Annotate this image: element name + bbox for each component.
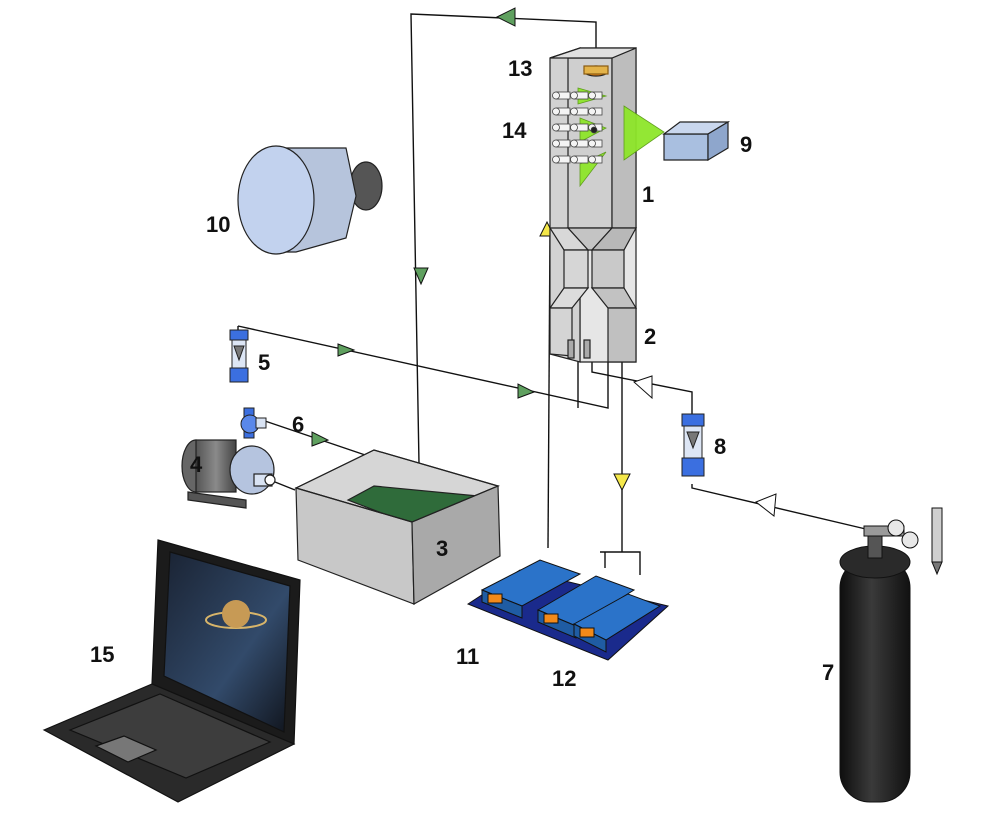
column-nozzle-2 bbox=[583, 339, 591, 359]
laser-fan-main bbox=[623, 105, 665, 161]
valve-6-port bbox=[255, 417, 267, 429]
component-9-laser-box bbox=[662, 120, 731, 162]
component-13-body bbox=[583, 65, 609, 75]
label-10: 10 bbox=[206, 212, 231, 237]
flowmeter-5-bottom-cap bbox=[229, 367, 249, 383]
pipe-right-branch bbox=[600, 551, 641, 575]
pin-row-4 bbox=[552, 139, 603, 148]
label-5: 5 bbox=[258, 350, 271, 375]
component-10-camera bbox=[237, 145, 383, 255]
flow-arrow-5b bbox=[517, 383, 536, 399]
component-14-pin-array bbox=[552, 91, 603, 164]
laser-box-front bbox=[663, 133, 709, 161]
label-1: 1 bbox=[642, 182, 655, 207]
power-supply-1 bbox=[480, 559, 582, 619]
laser-box-side bbox=[707, 120, 729, 162]
regulator-gauge-1 bbox=[887, 519, 905, 537]
flow-arrow-down-return bbox=[413, 267, 429, 286]
component-4-pump bbox=[181, 439, 276, 509]
laptop-screen bbox=[163, 551, 291, 733]
laptop-wallpaper-sphere bbox=[222, 600, 250, 628]
cylinder-body bbox=[839, 557, 911, 803]
camera-front-face bbox=[237, 145, 315, 255]
flow-arrow-6 bbox=[311, 431, 330, 447]
label-3: 3 bbox=[436, 536, 449, 561]
column-mid-left bbox=[563, 249, 589, 289]
regulator-gauge-2 bbox=[901, 531, 919, 549]
flowmeter-5-float bbox=[233, 345, 245, 362]
flow-arrow-top bbox=[495, 7, 516, 27]
regulator-flow-tube bbox=[931, 507, 943, 563]
flowmeter-8-float bbox=[686, 431, 700, 450]
power-supply-3 bbox=[572, 593, 662, 653]
cylinder-neck bbox=[867, 535, 883, 559]
pin-row-5 bbox=[552, 155, 603, 164]
pin-row-1 bbox=[552, 91, 603, 100]
flowmeter-8-top-cap bbox=[681, 413, 705, 427]
flowmeter-8-bottom-cap bbox=[681, 457, 705, 477]
pump-head bbox=[229, 445, 275, 495]
pump-base bbox=[187, 491, 247, 509]
label-12: 12 bbox=[552, 666, 577, 691]
component-11-12-power-supplies bbox=[466, 559, 670, 661]
pin-row-3 bbox=[552, 123, 603, 132]
tank-rim bbox=[294, 449, 500, 523]
label-2: 2 bbox=[644, 324, 657, 349]
component-3-tank bbox=[294, 449, 501, 606]
component-15-laptop bbox=[42, 539, 301, 803]
cylinder-regulator bbox=[863, 507, 943, 576]
flow-arrow-yellow-down bbox=[613, 473, 631, 492]
power-supply-2 bbox=[536, 575, 636, 639]
flow-arrow-gas-2 bbox=[755, 493, 777, 517]
label-6: 6 bbox=[292, 412, 305, 437]
flow-arrow-gas-1 bbox=[633, 375, 653, 400]
pipe-cylinder-to-8 bbox=[691, 484, 871, 531]
pin-array-center-dot bbox=[590, 126, 598, 134]
component-7-gas-cylinder bbox=[839, 507, 943, 803]
label-13: 13 bbox=[508, 56, 533, 81]
label-9: 9 bbox=[740, 132, 753, 157]
flow-arrow-5a bbox=[337, 343, 356, 357]
label-11: 11 bbox=[456, 644, 480, 669]
column-top bbox=[549, 47, 637, 59]
flow-arrows bbox=[311, 7, 777, 517]
column-nozzle-1 bbox=[567, 339, 575, 359]
component-5-flowmeter bbox=[229, 329, 249, 383]
label-4: 4 bbox=[190, 452, 203, 477]
label-14: 14 bbox=[502, 118, 527, 143]
component-8-flowmeter bbox=[681, 413, 705, 477]
pipe-5-to-column bbox=[237, 325, 609, 409]
label-8: 8 bbox=[714, 434, 727, 459]
laptop-keyboard bbox=[68, 693, 272, 779]
column-lower-right bbox=[607, 307, 637, 363]
column-mid-right bbox=[591, 249, 625, 289]
flowmeter-5-top-cap bbox=[229, 329, 249, 341]
pump-outlet-hole bbox=[264, 474, 276, 486]
laptop-touchpad bbox=[94, 735, 158, 763]
component-6-valve bbox=[240, 407, 267, 439]
pin-row-2 bbox=[552, 107, 603, 116]
label-7: 7 bbox=[822, 660, 835, 685]
label-15: 15 bbox=[90, 642, 115, 667]
